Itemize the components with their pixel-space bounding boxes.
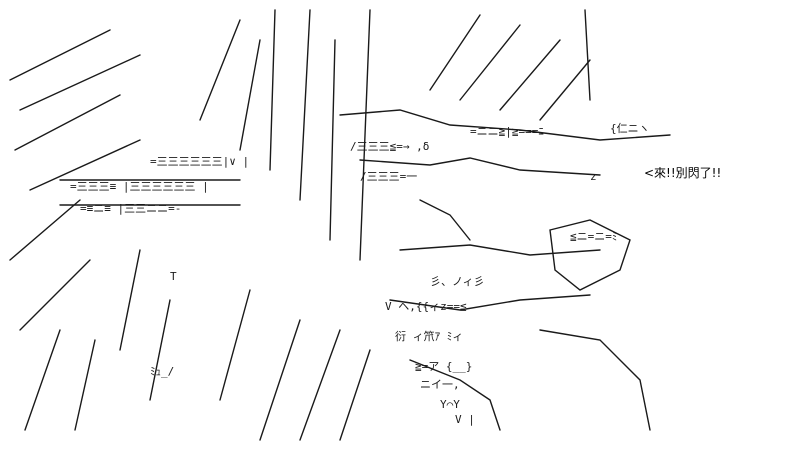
shout-caption: <來!!別閃了!! — [644, 166, 722, 180]
nose-line — [419, 199, 471, 241]
ascii-glyph: =三三三≡ |三三三三三三 | — [70, 180, 209, 193]
ascii-glyph: 彡、ノィ彡 — [430, 275, 485, 288]
speed-line — [24, 329, 61, 431]
ascii-glyph: V | — [455, 413, 475, 426]
speed-line — [149, 299, 171, 401]
ascii-glyph: ≦ニ=ニ=ﾐ — [570, 230, 617, 243]
speed-line — [459, 24, 521, 101]
ascii-glyph: {仁ニヽ — [610, 122, 650, 135]
speed-line — [74, 339, 96, 431]
ascii-glyph: z — [590, 170, 597, 183]
speed-line — [219, 289, 251, 401]
brow-line — [339, 109, 671, 141]
eye-line — [359, 157, 601, 176]
speed-line — [339, 349, 371, 441]
chin-line — [409, 359, 501, 431]
ascii-glyph: 衍 ィ笊ｱ ﾐィ — [395, 329, 463, 343]
speed-line — [329, 39, 336, 241]
fist-outline — [549, 219, 631, 291]
ascii-glyph: ≧=ア {__} — [415, 360, 472, 373]
ascii-glyph: ﾐｭ_/ — [150, 365, 174, 378]
jaw-line — [539, 329, 651, 431]
mouth-line — [389, 294, 591, 311]
speed-line — [199, 19, 241, 121]
speed-line — [299, 9, 311, 201]
ascii-glyph: V ヘ,{{ィz==≦ — [385, 300, 467, 313]
speed-line — [359, 9, 371, 261]
speed-line — [29, 139, 141, 191]
speed-line — [539, 59, 591, 121]
speed-line — [19, 259, 91, 331]
speed-line — [499, 39, 561, 111]
ascii-glyph: =≡ニ≡ |三三ニニ=- — [80, 202, 181, 215]
ascii-glyph: Y⌒Y — [440, 398, 460, 411]
speed-line — [9, 29, 111, 81]
ascii-glyph: /三三三=一 — [360, 170, 417, 183]
speed-line — [9, 199, 81, 261]
cheek-line — [399, 244, 601, 256]
speed-line — [299, 329, 341, 441]
ascii-glyph-scatter: =三三三≡ |三三三三三三 | =≡ニ≡ |三三ニニ=- =三三三三三三|∨ |… — [70, 122, 650, 426]
speed-line — [259, 319, 301, 441]
ascii-glyph: =三三三三三三|∨ | — [150, 155, 249, 168]
speed-line — [19, 54, 141, 111]
character-face — [59, 109, 671, 431]
ascii-glyph: =ニニ≧|≧===ﾆ — [470, 125, 544, 138]
ascii-glyph: ニイ一, — [420, 378, 460, 391]
ascii-glyph: /三三三≦=→ ,δ — [350, 140, 429, 153]
speed-lines-right — [429, 9, 591, 121]
speed-line — [269, 9, 276, 171]
speed-lines-left — [9, 9, 371, 441]
speed-line — [119, 249, 141, 351]
speed-line — [584, 9, 591, 101]
speed-line — [14, 94, 121, 151]
ascii-glyph: T — [170, 270, 177, 283]
speed-line — [429, 14, 481, 91]
speed-line — [239, 39, 261, 151]
